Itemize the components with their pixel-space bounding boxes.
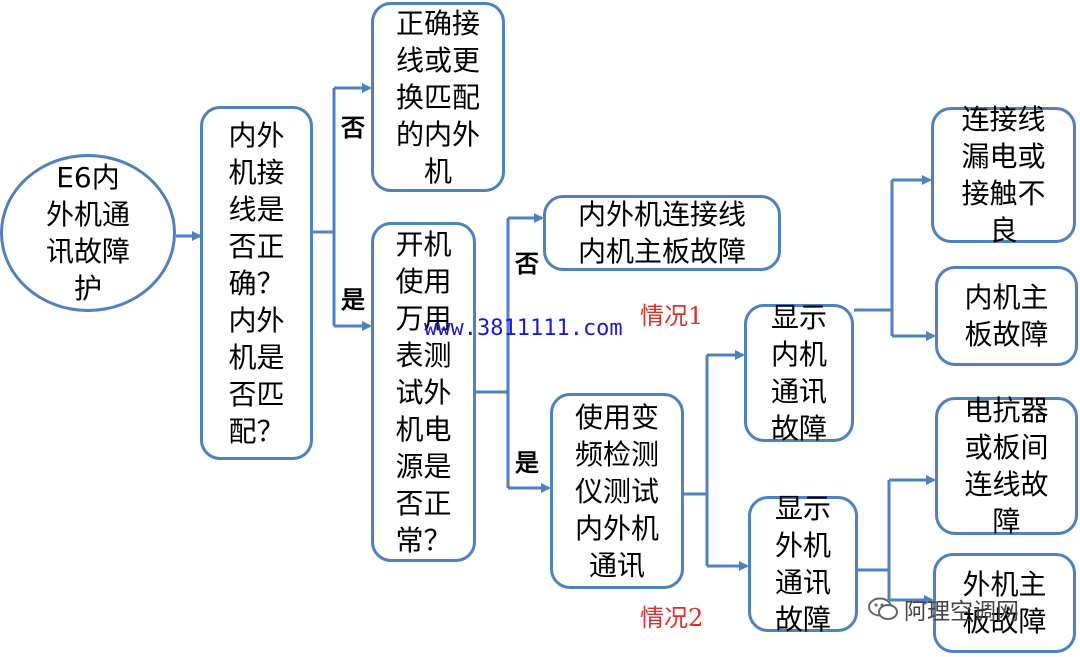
no-label-1: 否	[341, 114, 365, 142]
yes-label-2: 是	[515, 449, 539, 477]
leak-contact-node: 连接线 漏电或 接触不 良	[931, 103, 1076, 247]
brand-watermark: 阿理空调网	[868, 592, 1019, 626]
start-node: E6内 外机通 讯故障 护	[0, 154, 176, 312]
fix-wiring-node: 正确接 线或更 换匹配 的内外 机	[371, 2, 505, 192]
wechat-icon	[868, 597, 898, 620]
no-label-2: 否	[515, 250, 539, 278]
indoor-board-fault-node: 内机主 板故障	[935, 266, 1078, 366]
wiring-check-node: 内外 机接 线是 否正 确？ 内外 机是 否匹 配？	[200, 106, 313, 460]
brand-name: 阿理空调网	[904, 599, 1019, 625]
line-board-fault-node: 内外机连接线 内机主板故障	[543, 195, 781, 271]
outdoor-board-fault-node: 外机主 板故障	[933, 553, 1076, 653]
case-2-label: 情况2	[640, 604, 704, 632]
yes-label-1: 是	[341, 286, 365, 314]
inverter-test-node: 使用变 频检测 仪测试 内外机 通讯	[550, 393, 684, 589]
watermark-url: www.3811111.com	[424, 316, 623, 341]
power-check-node: 开机 使用 万用 表测 试外 机电 源是 否正 常？	[371, 222, 476, 562]
indoor-comm-fault-node: 显示 内机 通讯 故障	[744, 301, 854, 445]
reactor-fault-node: 电抗器 或板间 连线故 障	[935, 394, 1078, 538]
outdoor-comm-fault-node: 显示 外机 通讯 故障	[748, 492, 858, 636]
case-1-label: 情况1	[640, 302, 704, 330]
